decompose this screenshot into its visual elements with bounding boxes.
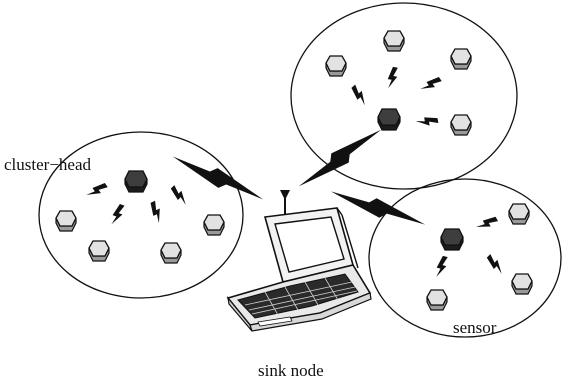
antenna-icon: [280, 190, 290, 215]
cluster-head-left: [124, 170, 148, 193]
cluster-head-label: cluster−head: [4, 155, 91, 174]
sensor-link: [415, 115, 439, 128]
sensor-node: [55, 210, 77, 232]
sensor-node: [160, 242, 182, 264]
sensor-link: [434, 255, 449, 279]
sensor-link: [85, 180, 109, 201]
sensor-link: [147, 200, 166, 225]
sensor-link: [484, 253, 507, 276]
sensor-label: sensor: [453, 318, 497, 337]
cluster-top: [290, 2, 518, 190]
cluster-head-top: [377, 108, 401, 131]
sensor-node: [450, 48, 472, 70]
sensor-link: [419, 74, 443, 95]
sensor-node: [511, 273, 533, 295]
sensor-node: [383, 30, 405, 52]
sensor-node: [426, 289, 448, 311]
sensor-link: [474, 214, 499, 233]
sensor-link: [386, 66, 399, 90]
sensor-link: [109, 202, 126, 227]
cluster-head-right: [440, 228, 464, 251]
sensor-node: [88, 240, 110, 262]
sensor-node: [450, 114, 472, 136]
sink-node-label: sink node: [258, 361, 324, 380]
cluster-right: [368, 178, 562, 338]
cluster-left: [38, 131, 244, 299]
sensor-link: [349, 84, 371, 107]
sensor-node: [203, 214, 225, 236]
laptop-sink-icon: [226, 207, 372, 332]
sensor-node: [508, 203, 530, 225]
sensor-node: [325, 55, 347, 77]
sensor-link: [168, 184, 191, 207]
